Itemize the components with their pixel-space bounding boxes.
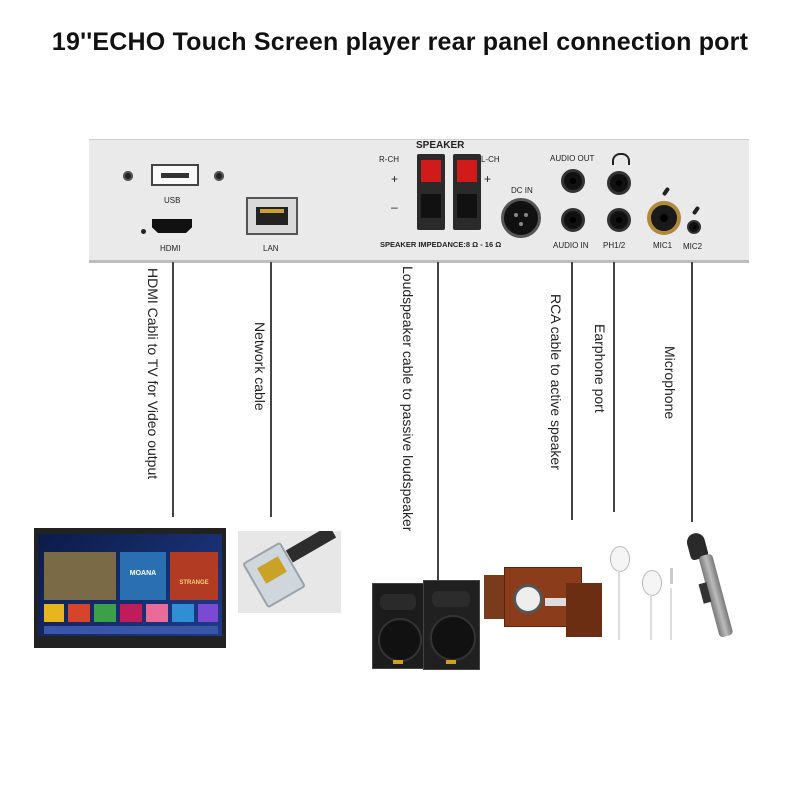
audio-in-label: AUDIO IN (553, 241, 589, 250)
hdmi-connection-label: HDMI Cabli to TV for Video output (145, 268, 161, 480)
l-ch-label: L-CH (481, 155, 500, 164)
speaker-label: SPEAKER (416, 140, 465, 151)
connector-line-lan (270, 262, 272, 517)
headphone-icon (612, 153, 630, 165)
audio-out-label: AUDIO OUT (550, 154, 595, 163)
dc-in-port (501, 198, 541, 238)
hdmi-port (152, 219, 192, 233)
mic-icon (661, 186, 671, 197)
speaker-connection-label: Loudspeaker cable to passive loudspeaker (400, 266, 416, 532)
rca-connection-label: RCA cable to active speaker (548, 294, 564, 470)
mic1-label: MIC1 (653, 241, 673, 250)
tv-tile-strange: STRANGE (179, 580, 209, 586)
network-connection-label: Network cable (252, 322, 268, 411)
hdmi-label: HDMI (160, 244, 181, 253)
tv-image: MOANA STRANGE (34, 528, 226, 648)
earphones-image (604, 540, 684, 642)
dc-in-label: DC IN (511, 186, 533, 195)
screw-icon (123, 171, 133, 181)
page-title: 19''ECHO Touch Screen player rear panel … (51, 28, 749, 56)
impedance-label: SPEAKER IMPEDANCE:8 Ω - 16 Ω (380, 240, 502, 249)
ph-label: PH1/2 (603, 241, 626, 250)
connector-line-speaker (437, 262, 439, 582)
microphone-image (684, 531, 734, 643)
plus-sign: + (484, 172, 492, 186)
mic-icon (691, 205, 701, 216)
connector-line-earphone (613, 262, 615, 512)
earphone-connection-label: Earphone port (592, 324, 608, 413)
r-ch-label: R-CH (379, 155, 399, 164)
speaker-terminal-left (453, 154, 481, 230)
mic2-label: MIC2 (683, 242, 703, 251)
network-cable-image (238, 531, 341, 613)
microphone-connection-label: Microphone (662, 346, 678, 420)
mic1-jack (647, 201, 681, 235)
rear-panel: USB HDMI LAN SPEAKER R-CH L-CH + – + SPE… (89, 139, 749, 263)
active-speaker-system-image (484, 565, 606, 639)
audio-out-jack (561, 169, 585, 193)
connector-line-rca (571, 262, 573, 520)
phone2-jack (607, 208, 631, 232)
lan-label: LAN (263, 244, 279, 253)
usb-port (151, 164, 199, 186)
tv-tile-moana: MOANA (129, 570, 157, 577)
mic2-jack (687, 220, 701, 234)
screw-icon (214, 171, 224, 181)
passive-speaker-left (372, 583, 424, 669)
indicator-dot (141, 229, 146, 234)
plus-sign: + (391, 172, 399, 186)
audio-in-jack (561, 208, 585, 232)
speaker-terminal-right (417, 154, 445, 230)
phone1-jack (607, 171, 631, 195)
usb-label: USB (164, 196, 181, 205)
lan-port (246, 197, 298, 235)
connector-line-microphone (691, 262, 693, 522)
passive-speaker-right (423, 580, 480, 670)
minus-sign: – (391, 200, 398, 214)
connector-line-hdmi (172, 262, 174, 517)
